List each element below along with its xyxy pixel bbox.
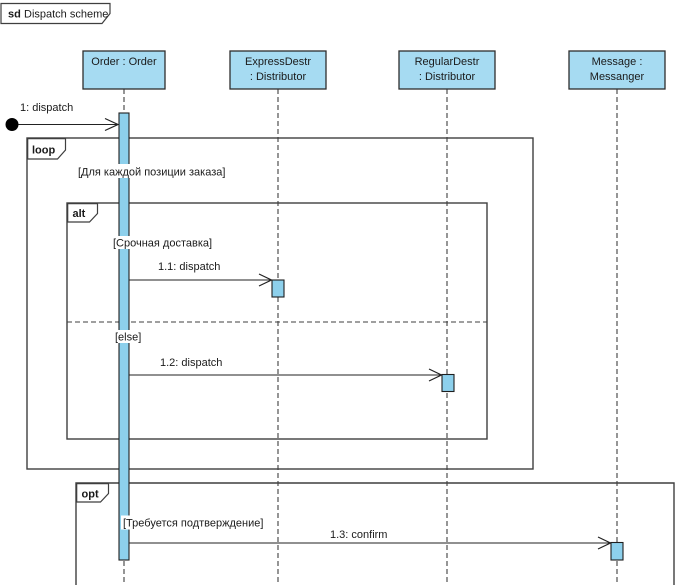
loop-fragment-border[interactable]	[26, 137, 534, 470]
opt-operator-pentagon	[76, 483, 110, 503]
opt-fragment-border[interactable]	[75, 482, 675, 585]
lifeline-messanger-label-line1: Message :	[592, 56, 643, 68]
alt-operator-label: alt	[73, 208, 86, 220]
opt-guard-bg	[121, 515, 261, 530]
message-1-2-label: 1.2: dispatch	[160, 357, 222, 369]
lifeline-expressdestr-head[interactable]: ExpressDestr : Distributor	[229, 50, 327, 90]
diagram-title-pentagon	[0, 2, 111, 25]
lifeline-regulardestr-box[interactable]	[398, 50, 496, 90]
opt-guard-label: [Требуется подтверждение]	[123, 518, 263, 530]
fragment-opt[interactable]: opt	[75, 482, 675, 585]
lifeline-expressdestr-label-line2: : Distributor	[250, 71, 307, 83]
message-1-1-dispatch[interactable]: 1.1: dispatch	[129, 261, 285, 298]
alt-fragment-border[interactable]	[66, 202, 488, 440]
lifeline-messanger-head[interactable]: Message : Messanger	[568, 50, 666, 90]
opt-operator-label: opt	[82, 489, 99, 501]
lifeline-order-label: Order : Order	[91, 56, 157, 68]
else-guard-bg	[113, 330, 149, 343]
fragment-alt[interactable]: alt	[66, 202, 488, 440]
message-1-3-confirm[interactable]: 1.3: confirm	[129, 529, 624, 561]
loop-operator-pentagon	[27, 138, 67, 160]
alt-guard-label: [Срочная доставка]	[113, 238, 212, 250]
lifeline-regulardestr-label-line2: : Distributor	[419, 71, 476, 83]
fragment-loop[interactable]: loop	[26, 137, 534, 470]
lifeline-regulardestr-head[interactable]: RegularDestr : Distributor	[398, 50, 496, 90]
messanger-activation-bar[interactable]	[610, 541, 624, 561]
else-guard-label: [else]	[115, 332, 141, 344]
found-message-dot	[5, 118, 19, 131]
lifeline-regulardestr-label-line1: RegularDestr	[415, 56, 480, 68]
message-1-open-arrowhead-icon	[104, 117, 120, 132]
lifeline-order-head[interactable]: Order : Order	[82, 50, 166, 90]
message-1-1-label: 1.1: dispatch	[158, 261, 220, 273]
diagram-title-tab: sd Dispatch scheme	[0, 2, 111, 25]
lifeline-expressdestr-label-line1: ExpressDestr	[245, 56, 311, 68]
message-1-dispatch[interactable]: 1: dispatch	[5, 102, 120, 132]
lifeline-messanger-label-line2: Messanger	[590, 71, 645, 83]
regulardestr-activation-bar[interactable]	[441, 373, 455, 393]
loop-guard-bg	[76, 164, 226, 178]
diagram-title: Dispatch scheme	[24, 9, 108, 21]
lifeline-expressdestr-box[interactable]	[229, 50, 327, 90]
diagram-keyword: sd	[8, 9, 21, 21]
loop-operator-label: loop	[32, 145, 55, 157]
message-1-3-label: 1.3: confirm	[330, 529, 387, 541]
lifeline-messanger-box[interactable]	[568, 50, 666, 90]
loop-guard-label: [Для каждой позиции заказа]	[78, 167, 225, 179]
message-1-2-dispatch[interactable]: 1.2: dispatch	[129, 357, 455, 393]
message-1-label: 1: dispatch	[20, 102, 73, 114]
alt-operator-pentagon	[67, 203, 99, 223]
lifeline-order-box[interactable]	[82, 50, 166, 90]
alt-guard-bg	[111, 236, 221, 249]
expressdestr-activation-bar[interactable]	[271, 279, 285, 298]
